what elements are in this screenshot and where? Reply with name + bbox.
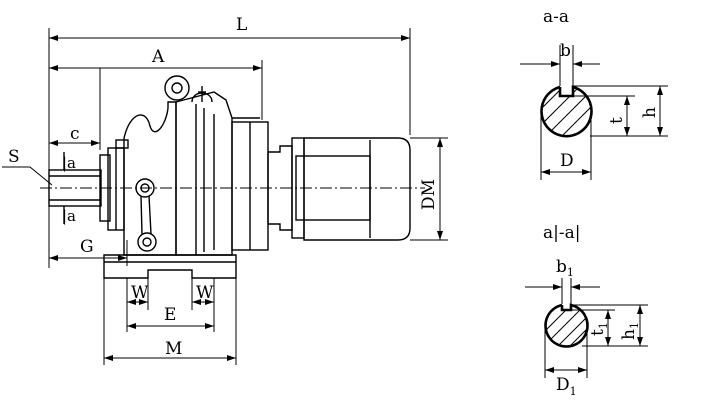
label-t: t xyxy=(607,117,627,124)
label-section-a-bottom: |a xyxy=(62,207,76,225)
section-a-a: a-a b t h D xyxy=(520,7,668,180)
section-a1-a1: a|-a| b1 t1 h1 D1 xyxy=(525,223,648,398)
label-W-left: W xyxy=(131,283,149,303)
arm-eye-bottom-hole xyxy=(142,237,152,247)
label-D: D xyxy=(560,151,574,171)
section-a1-a1-outline xyxy=(544,303,589,348)
label-b: b xyxy=(560,41,571,61)
label-D1: D1 xyxy=(556,375,577,398)
label-b1-main: b xyxy=(556,257,567,277)
main-view: L A c S |a |a G W E W M DM xyxy=(2,15,448,365)
label-b1-sub: 1 xyxy=(567,266,574,279)
motor-body xyxy=(303,137,411,241)
label-t1-sub: 1 xyxy=(597,322,610,329)
label-S: S xyxy=(8,147,20,167)
lifting-eye-outer xyxy=(164,75,190,101)
label-h1-main: h xyxy=(619,329,639,340)
label-M: M xyxy=(165,339,182,359)
label-b1: b1 xyxy=(556,257,574,279)
label-c: c xyxy=(70,124,80,144)
label-L: L xyxy=(236,15,247,35)
label-h: h xyxy=(640,107,660,118)
label-E: E xyxy=(164,305,176,325)
flange-lug-top xyxy=(115,139,129,149)
label-DM: DM xyxy=(419,179,439,210)
label-h1-sub: 1 xyxy=(628,322,641,329)
section-a1-a1-title: a|-a| xyxy=(543,223,580,243)
label-t1-main: t xyxy=(588,329,608,336)
label-section-a-top: |a xyxy=(62,154,76,172)
label-D1-sub: 1 xyxy=(570,385,577,398)
label-G: G xyxy=(80,237,94,257)
label-h1: h1 xyxy=(619,322,641,340)
label-A: A xyxy=(151,47,165,67)
section-a-a-title: a-a xyxy=(543,7,569,27)
s-leader-diagonal xyxy=(29,166,53,186)
label-W-right: W xyxy=(196,283,214,303)
label-D1-main: D xyxy=(556,375,570,395)
section-a-a-outline xyxy=(540,85,593,138)
arm-rod-right xyxy=(148,195,152,235)
arm-eye-bottom xyxy=(137,232,157,252)
arm-rod-left xyxy=(140,195,143,235)
housing-front xyxy=(123,101,177,256)
label-t1: t1 xyxy=(588,322,610,336)
lifting-eye-inner xyxy=(171,82,183,94)
